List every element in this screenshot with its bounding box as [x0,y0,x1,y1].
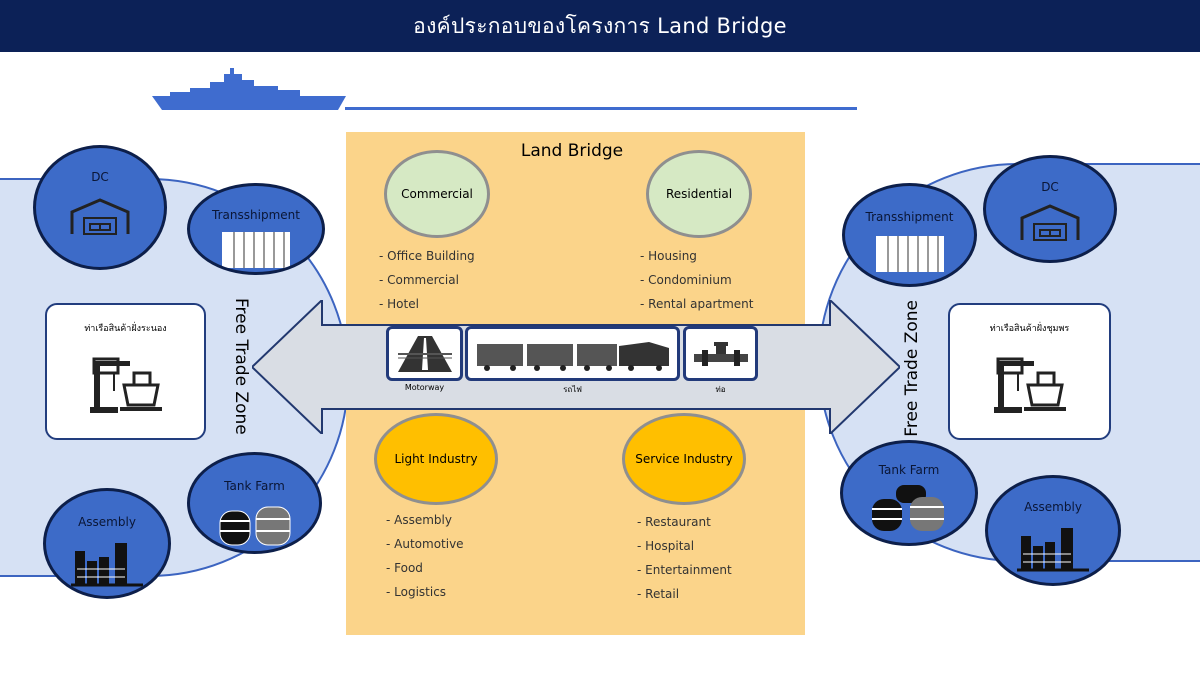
container-icon [222,232,290,268]
list-item: - Rental apartment [640,297,754,311]
light-industry-list: - Assembly - Automotive - Food - Logisti… [386,508,464,604]
left-transshipment-circle: Transshipment [187,183,325,275]
list-item: - Condominium [640,273,732,287]
light-industry-oval: Light Industry [374,413,498,505]
commercial-list: - Office Building - Commercial - Hotel [379,244,475,316]
road-icon [397,335,452,372]
motorway-box [386,326,463,381]
rail-box [465,326,680,381]
factory-icon [1017,528,1089,572]
left-assembly-circle: Assembly [43,488,171,599]
rail-label: รถไฟ [563,385,582,394]
assembly-label: Assembly [78,515,136,529]
transshipment-label: Transshipment [865,210,954,224]
list-item: - Commercial [379,273,459,287]
ship-icon [152,68,346,110]
right-transshipment-circle: Transshipment [842,183,977,287]
train-icon [476,341,669,371]
list-item: - Retail [637,587,680,601]
list-item: - Hospital [637,539,695,553]
crane-icon [993,357,1066,413]
right-tank-farm-circle: Tank Farm [840,440,978,546]
right-assembly-circle: Assembly [985,475,1121,586]
left-tank-farm-circle: Tank Farm [187,452,322,554]
list-item: - Logistics [386,585,447,599]
list-item: - Office Building [379,249,475,263]
pipeline-icon [693,341,748,366]
warehouse-icon [1020,204,1080,241]
port-label: ท่าเรือสินค้าฝั่งชุมพร [989,324,1070,334]
horizon-line [345,107,857,110]
service-industry-label: Service Industry [635,452,733,466]
left-dc-circle: DC [33,145,167,270]
list-item: - Assembly [386,513,452,527]
left-ftz-label: Free Trade Zone [231,298,251,435]
list-item: - Restaurant [637,515,711,529]
tank-farm-label: Tank Farm [878,463,940,477]
list-item: - Automotive [386,537,464,551]
land-bridge-title: Land Bridge [520,141,624,161]
list-item: - Housing [640,249,697,263]
port-label: ท่าเรือสินค้าฝั่งระนอง [84,324,167,334]
factory-icon [71,543,143,587]
list-item: - Entertainment [637,563,732,577]
left-port-box: ท่าเรือสินค้าฝั่งระนอง [45,303,206,440]
light-industry-label: Light Industry [394,452,478,466]
title-bar: องค์ประกอบของโครงการ Land Bridge [0,0,1200,52]
tank-icon [872,485,944,531]
warehouse-icon [70,198,130,235]
right-dc-circle: DC [983,155,1117,263]
list-item: - Hotel [379,297,419,311]
pipeline-box [683,326,758,381]
right-ftz-label: Free Trade Zone [902,300,922,437]
transshipment-label: Transshipment [212,208,300,222]
dc-label: DC [1041,180,1059,194]
commercial-oval: Commercial [384,150,490,238]
commercial-label: Commercial [401,187,473,201]
dc-label: DC [91,170,109,184]
tank-icon [219,506,290,546]
list-item: - Food [386,561,423,575]
residential-label: Residential [665,187,733,201]
motorway-label: Motorway [404,383,445,392]
page-title: องค์ประกอบของโครงการ Land Bridge [413,13,787,38]
service-industry-list: - Restaurant - Hospital - Entertainment … [637,510,732,606]
crane-icon [89,357,162,413]
right-port-box: ท่าเรือสินค้าฝั่งชุมพร [948,303,1111,440]
tank-farm-label: Tank Farm [224,479,285,493]
service-industry-oval: Service Industry [622,413,746,505]
residential-list: - Housing - Condominium - Rental apartme… [640,244,753,316]
assembly-label: Assembly [1024,500,1082,514]
container-icon [875,236,944,272]
pipeline-label: ท่อ [715,385,726,394]
residential-oval: Residential [646,150,752,238]
